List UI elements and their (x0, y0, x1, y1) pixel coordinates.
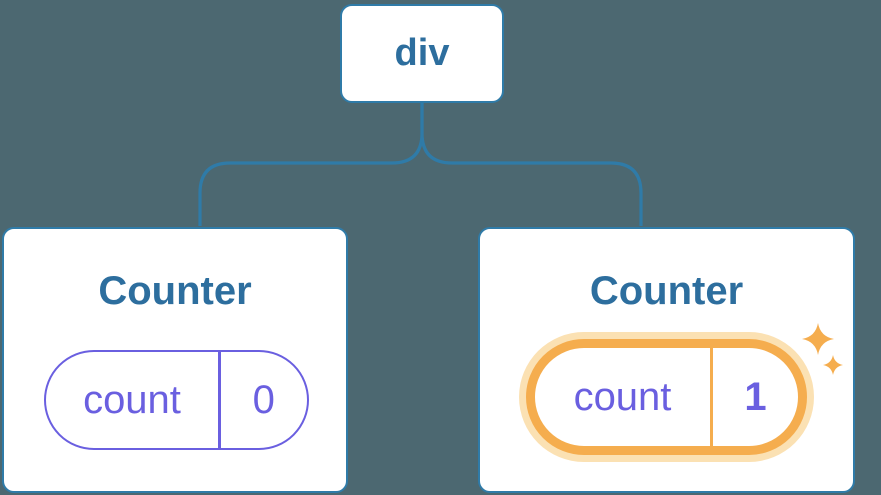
state-key-label: count (83, 377, 181, 422)
state-value-label: 0 (252, 377, 275, 422)
node-div-label: div (394, 32, 450, 74)
tree-node-div: div (340, 4, 504, 103)
tree-connector-lines (198, 103, 643, 226)
counter-card-right: Counter count 1 (478, 227, 855, 493)
connector-right-branch (420, 103, 643, 226)
state-key-label: count (573, 374, 672, 419)
state-pill-divider (710, 348, 713, 446)
state-pill-count-1-highlighted: count 1 (526, 339, 807, 455)
state-pill-divider (218, 352, 221, 448)
counter-card-left-title: Counter (98, 269, 252, 313)
counter-card-right-title: Counter (589, 269, 744, 313)
state-pill-count-0: count 0 (44, 350, 309, 450)
state-value-label: 1 (744, 374, 767, 419)
connector-left-branch (198, 103, 424, 226)
counter-card-left: Counter count 0 (2, 227, 348, 493)
